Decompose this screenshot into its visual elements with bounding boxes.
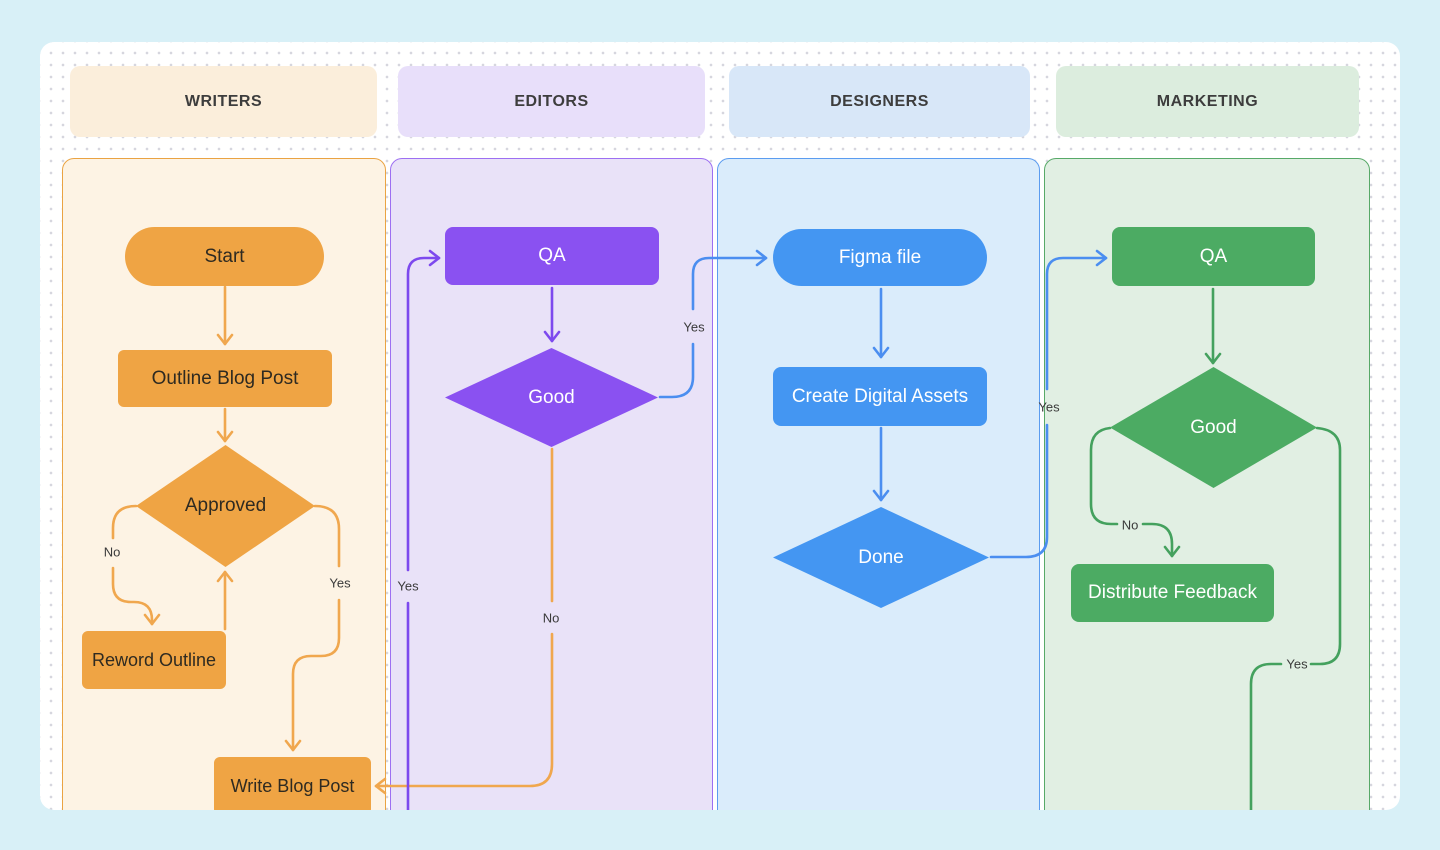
node-label: Reword Outline [91,649,217,670]
node-figma-file[interactable]: Figma file [773,229,987,286]
node-label: QA [1199,245,1228,267]
node-reword-outline[interactable]: Reword Outline [82,631,226,689]
node-write-blog-post[interactable]: Write Blog Post [214,757,371,810]
edge-label-good-editors-yes[interactable]: Yes [683,319,705,335]
edge-label-good-editors-no[interactable]: No [542,610,560,626]
lane-header-writers[interactable]: WRITERS [70,66,377,137]
node-qa-marketing[interactable]: QA [1112,227,1315,286]
whiteboard-canvas[interactable]: WRITERS EDITORS DESIGNERS MARKETING Star… [40,42,1400,810]
node-label: Good [1190,416,1237,438]
node-start[interactable]: Start [125,227,324,286]
edge-label-good-marketing-no[interactable]: No [1121,517,1139,533]
node-label: Outline Blog Post [151,367,299,389]
node-label: Start [204,245,245,267]
node-label: QA [538,245,566,267]
node-outline-blog-post[interactable]: Outline Blog Post [118,350,332,407]
node-label: Write Blog Post [230,775,355,796]
node-label: Figma file [838,246,922,268]
edge-label-approved-yes[interactable]: Yes [329,575,351,591]
node-qa-editors[interactable]: QA [445,227,659,285]
node-distribute-feedback[interactable]: Distribute Feedback [1071,564,1274,622]
lane-header-designers[interactable]: DESIGNERS [729,66,1030,137]
lane-header-editors[interactable]: EDITORS [398,66,705,137]
node-create-digital-assets[interactable]: Create Digital Assets [773,367,987,426]
edge-label-write-to-qa-yes[interactable]: Yes [397,578,419,594]
node-label: Distribute Feedback [1088,582,1257,604]
lane-header-marketing[interactable]: MARKETING [1056,66,1359,137]
node-label: Approved [184,495,267,517]
edge-label-done-yes[interactable]: Yes [1038,399,1060,415]
node-label: Create Digital Assets [791,385,969,407]
node-label: Good [528,386,575,408]
edge-label-good-marketing-yes[interactable]: Yes [1286,656,1308,672]
edge-label-approved-no[interactable]: No [103,544,121,560]
node-label: Done [858,546,904,568]
